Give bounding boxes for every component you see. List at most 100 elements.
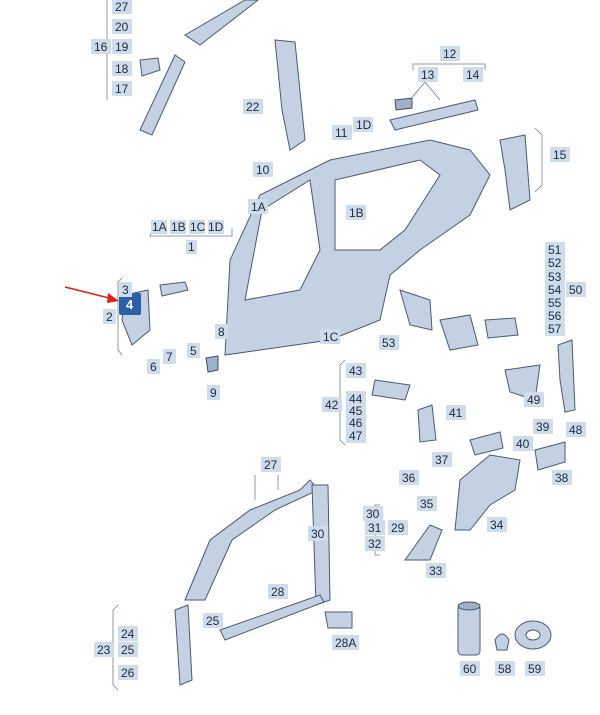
callout-38: 38	[552, 470, 572, 485]
callout-31: 31	[365, 520, 385, 535]
callout-39: 39	[533, 419, 553, 434]
callout-text: 54	[548, 283, 562, 297]
callout-text: 23	[97, 643, 111, 657]
callout-57: 57	[545, 321, 565, 336]
callout-text: 24	[121, 627, 135, 641]
svg-text:1A: 1A	[152, 220, 167, 234]
callout-30: 30	[363, 506, 383, 521]
callout-text: 27	[264, 458, 278, 472]
callout-text: 18	[115, 62, 129, 76]
callout-1d: 1D	[353, 117, 373, 132]
callout-text: 35	[420, 497, 434, 511]
callout-27b: 27	[261, 457, 281, 472]
callout-2: 2	[103, 309, 116, 324]
leader-lines	[106, 0, 563, 691]
callout-text: 1C	[323, 330, 339, 344]
callout-10: 10	[253, 162, 273, 177]
callout-text: 25	[121, 643, 135, 657]
callout-text: 58	[498, 662, 512, 676]
callout-22: 22	[243, 99, 263, 114]
callout-text: 6	[150, 360, 157, 374]
callout-text: 20	[115, 20, 129, 34]
callout-text: 46	[349, 416, 363, 430]
callout-12: 12	[440, 46, 460, 61]
callout-text: 1B	[349, 206, 364, 220]
callout-7: 7	[163, 349, 176, 364]
callout-23: 23	[94, 642, 114, 657]
callout-36: 36	[399, 470, 419, 485]
callout-text: 1D	[356, 118, 372, 132]
callout-24: 24	[118, 626, 138, 641]
callout-49: 49	[524, 392, 544, 407]
svg-text:1D: 1D	[208, 220, 224, 234]
callout-text: 22	[246, 100, 260, 114]
callout-59: 59	[525, 661, 545, 676]
callout-56: 56	[545, 308, 565, 323]
callout-53: 53	[545, 269, 565, 284]
callout-1c: 1C	[320, 329, 340, 344]
callout-text: 13	[421, 68, 435, 82]
callout-text: 10	[256, 163, 270, 177]
callout-9: 9	[207, 385, 220, 400]
callout-text: 34	[490, 518, 504, 532]
callout-text: 32	[368, 537, 382, 551]
callout-1a: 1A	[248, 199, 268, 214]
callout-text: 31	[368, 521, 382, 535]
callout-3: 3	[119, 282, 132, 297]
callout-11: 11	[332, 125, 352, 140]
callout-40: 40	[513, 436, 533, 451]
callout-text: 60	[463, 662, 477, 676]
callout-44: 44	[346, 391, 366, 406]
callout-25: 25	[203, 613, 223, 628]
callout-26: 26	[118, 665, 138, 680]
callout-43: 43	[346, 363, 366, 378]
callout-text: 17	[115, 82, 129, 96]
callout-text: 3	[122, 283, 129, 297]
callout-text: 55	[548, 296, 562, 310]
callout-text: 27	[115, 0, 129, 14]
callout-text: 39	[536, 420, 550, 434]
callout-text: 26	[121, 666, 135, 680]
callout-text: 47	[349, 429, 363, 443]
callout-55: 55	[545, 295, 565, 310]
callout-52: 52	[545, 255, 565, 270]
callout-text: 1A	[251, 200, 266, 214]
callout-14: 14	[463, 67, 483, 82]
callout-text: 48	[569, 423, 583, 437]
callout-29: 29	[388, 520, 408, 535]
callout-text: 50	[569, 283, 583, 297]
callout-text: 40	[516, 437, 530, 451]
callout-27: 27	[112, 0, 132, 14]
callout-text: 5	[190, 344, 197, 358]
callout-19: 19	[112, 39, 132, 54]
svg-text:4: 4	[126, 297, 134, 312]
callout-text: 57	[548, 322, 562, 336]
callout-35: 35	[417, 496, 437, 511]
callout-text: 16	[94, 40, 108, 54]
callout-48: 48	[566, 422, 586, 437]
callout-37: 37	[432, 452, 452, 467]
callout-13: 13	[418, 67, 438, 82]
callout-text: 12	[443, 47, 457, 61]
callout-46: 46	[346, 415, 366, 430]
callout-30b: 30	[308, 526, 328, 541]
callout-51: 51	[545, 242, 565, 257]
callout-text: 51	[548, 243, 562, 257]
callout-47: 47	[346, 428, 366, 443]
svg-text:1B: 1B	[171, 220, 186, 234]
callout-54: 54	[545, 282, 565, 297]
callout-text: 37	[435, 453, 449, 467]
callout-text: 11	[335, 126, 348, 140]
callout-text: 49	[527, 393, 541, 407]
callout-16: 16	[91, 39, 111, 54]
callout-text: 25	[206, 614, 220, 628]
callout-8: 8	[215, 324, 228, 339]
callout-text: 19	[115, 40, 129, 54]
callout-33: 33	[426, 563, 446, 578]
callout-32: 32	[365, 536, 385, 551]
callout-text: 56	[548, 309, 562, 323]
callout-60: 60	[460, 661, 480, 676]
callout-18: 18	[112, 61, 132, 76]
